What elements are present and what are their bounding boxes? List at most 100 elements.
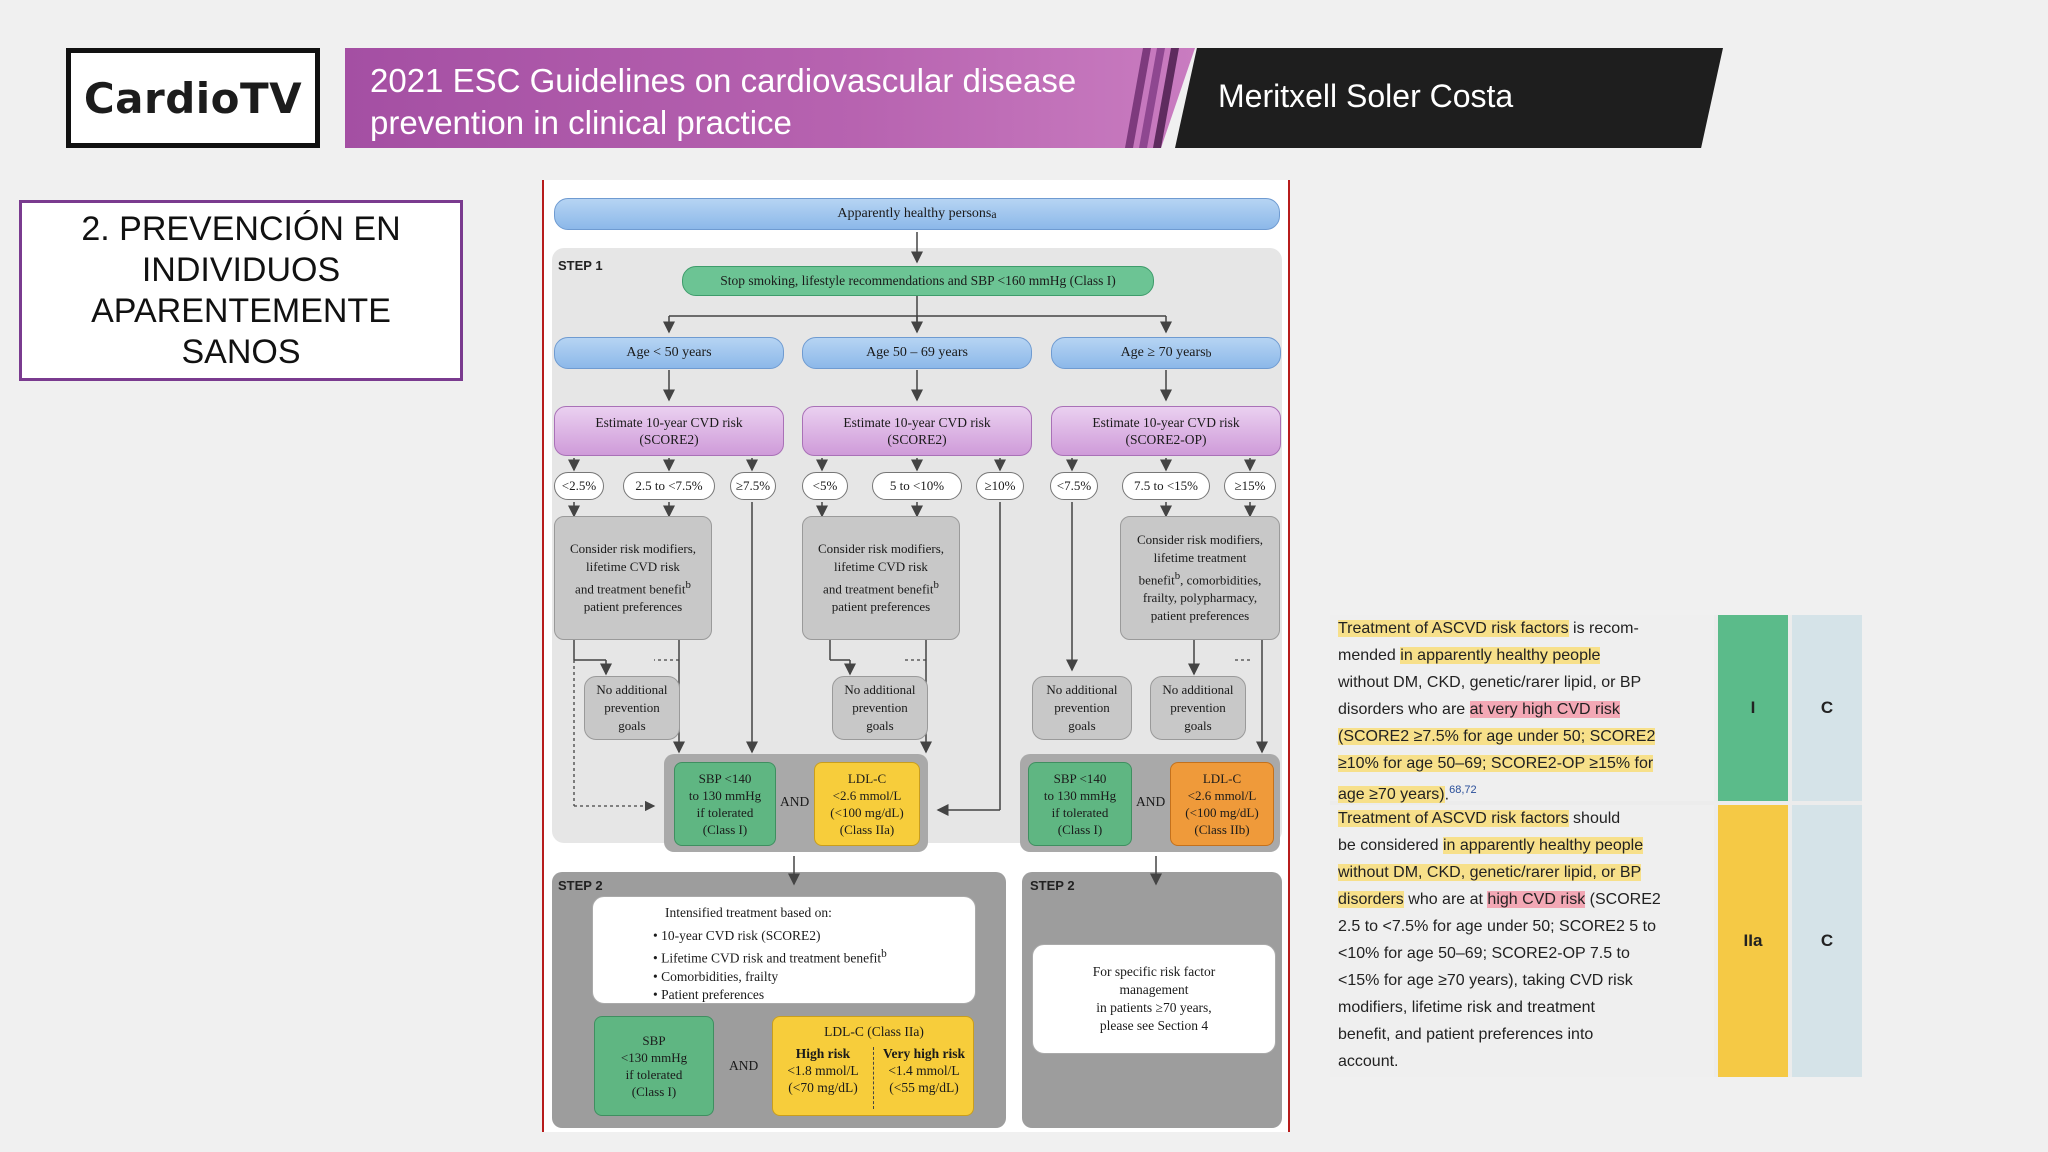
footnote-marker: a [991, 207, 997, 221]
modifier-line: lifetime treatment [1153, 549, 1247, 565]
intensified-item: Comorbidities, frailty [661, 968, 779, 984]
and-label: AND [1136, 794, 1166, 809]
recommendation-segment: benefit, and patient preferences into [1338, 1026, 1594, 1043]
recommendation-segment: without DM, CKD, genetic/rarer lipid, or… [1338, 674, 1642, 691]
target-line: <1.8 mmol/L [787, 1063, 859, 1078]
talk-title: 2021 ESC Guidelines on cardiovascular di… [370, 60, 1170, 144]
no-prev-line: No additional [1046, 682, 1118, 697]
recommendation-segment: should [1568, 810, 1621, 827]
recommendation-table: Treatment of ASCVD risk factors is recom… [1330, 615, 1862, 1077]
modifier-line: Consider risk modifiers, [817, 540, 944, 556]
sbp-line: (Class I) [1057, 822, 1103, 837]
age-under-50-box: Age < 50 years [554, 337, 784, 369]
recommendation-segment: Treatment of ASCVD risk factors [1338, 620, 1569, 637]
speaker-banner [1175, 48, 1723, 148]
level-label: C [1820, 698, 1834, 717]
ldl-line: (<100 mg/dL) [1185, 805, 1259, 820]
ldl-intensified-title: LDL-C (Class IIa) [824, 1024, 924, 1039]
risk-category: 7.5 to <15% [1122, 472, 1210, 500]
sbp-line: to 130 mmHg [1043, 788, 1117, 803]
intensified-list: • 10-year CVD risk (SCORE2) • Lifetime C… [653, 928, 887, 1002]
specific-line: management [1119, 982, 1189, 997]
target-line: Very high risk [882, 1046, 965, 1061]
target-line: High risk [795, 1046, 851, 1061]
recommendation-line: disorders who are at very high CVD risk [1338, 696, 1655, 723]
recommendation-segment: in apparently healthy people [1442, 837, 1644, 854]
recommendation-line: <15% for age ≥70 years), taking CVD risk [1338, 967, 1661, 994]
risk-modifiers-box-young: Consider risk modifiers,lifetime CVD ris… [554, 516, 712, 640]
footnote-marker: b [685, 578, 691, 591]
ldl-line: <2.6 mmol/L [832, 788, 902, 803]
sbp-line: to 130 mmHg [688, 788, 762, 803]
recommendation-segment: 2.5 to <7.5% for age under 50; SCORE2 5 … [1338, 918, 1656, 935]
risk-category: <5% [802, 472, 848, 500]
risk-category-label: <2.5% [561, 478, 597, 493]
class-cell: IIa [1718, 805, 1788, 1077]
recommendation-line: without DM, CKD, genetic/rarer lipid, or… [1338, 669, 1655, 696]
risk-category: 2.5 to <7.5% [623, 472, 715, 500]
risk-category-label: ≥15% [1234, 478, 1266, 493]
sbp-line: SBP <140 [1053, 771, 1107, 786]
recommendation-segment: age ≥70 years) [1338, 786, 1445, 804]
modifier-line: patient preferences [831, 599, 931, 615]
estimate-risk-box-old: Estimate 10-year CVD risk (SCORE2-OP) [1051, 406, 1281, 456]
recommendation-text: Treatment of ASCVD risk factors is recom… [1338, 615, 1656, 808]
age-label: Age ≥ 70 years [1120, 345, 1206, 360]
level-cell: C [1792, 805, 1862, 1077]
recommendation-segment: without DM, CKD, genetic/rarer lipid, or… [1338, 864, 1642, 881]
step1-label: STEP 1 [558, 258, 603, 273]
risk-category-label: ≥7.5% [735, 478, 771, 493]
talk-title-line: 2021 ESC Guidelines on cardiovascular di… [370, 62, 1077, 99]
lifestyle-recommendation-label: Stop smoking, lifestyle recommendations … [720, 273, 1116, 288]
risk-category-label: ≥10% [984, 478, 1016, 493]
intensified-item: 10-year CVD risk (SCORE2) [661, 928, 821, 943]
target-line: (<55 mg/dL) [889, 1080, 959, 1095]
risk-category-label: 7.5 to <15% [1133, 478, 1199, 493]
modifier-line: frailty, polypharmacy, [1142, 590, 1258, 606]
intensified-title: Intensified treatment based on: [665, 905, 832, 920]
step2-label: STEP 2 [1030, 878, 1075, 893]
estimate-risk-box-young: Estimate 10-year CVD risk(SCORE2) [554, 406, 784, 456]
speaker-name: Meritxell Soler Costa [1218, 78, 1514, 114]
recommendation-line: <10% for age 50–69; SCORE2-OP 7.5 to [1338, 940, 1661, 967]
recommendation-segment: <15% for age ≥70 years), taking CVD risk [1338, 972, 1633, 989]
no-prev-line: goals [1184, 718, 1212, 733]
sbp-line: (Class I) [702, 822, 748, 837]
footnote-marker: b [1205, 346, 1212, 360]
recommendation-line: Treatment of ASCVD risk factors should [1338, 805, 1661, 832]
class-cell: I [1718, 615, 1788, 801]
section-title-line: 2. PREVENCIÓN EN [81, 209, 401, 248]
recommendation-line: Treatment of ASCVD risk factors is recom… [1338, 615, 1655, 642]
risk-category: ≥10% [976, 472, 1024, 500]
specific-line: please see Section 4 [1099, 1018, 1209, 1033]
ldl-goal-box: LDL-C<2.6 mmol/L(<100 mg/dL)(Class IIa) [814, 762, 920, 846]
section-title: 2. PREVENCIÓN EN INDIVIDUOS APARENTEMENT… [19, 200, 463, 381]
recommendation-line: (SCORE2 ≥7.5% for age under 50; SCORE2 [1338, 723, 1656, 750]
footnote-marker: b [881, 948, 887, 960]
sbp-line: <130 mmHg [620, 1050, 688, 1065]
age-50-69-box: Age 50 – 69 years [802, 337, 1032, 369]
recommendation-segment: . [1444, 786, 1450, 804]
modifier-line: , comorbidities, [1180, 572, 1262, 588]
target-line: (<70 mg/dL) [788, 1080, 858, 1095]
estimate-score-label: (SCORE2-OP) [1125, 432, 1207, 447]
recommendation-row-1: Treatment of ASCVD risk factors is recom… [1330, 615, 1714, 804]
ldl-line: LDL-C [1202, 771, 1242, 786]
banner-stripes [1125, 48, 1179, 148]
estimate-label: Estimate 10-year CVD risk [1092, 415, 1240, 430]
level-label: C [1820, 931, 1834, 950]
recommendation-segment: who are at [1403, 891, 1488, 908]
recommendation-line: modifiers, lifetime risk and treatment [1338, 994, 1661, 1021]
recommendation-segment: high CVD risk [1487, 891, 1586, 908]
recommendation-segment: ≥10% for age 50–69; SCORE2-OP ≥15% for [1338, 755, 1654, 772]
recommendation-row-2: Treatment of ASCVD risk factors should be… [1330, 805, 1714, 1077]
target-line: <1.4 mmol/L [888, 1063, 960, 1078]
estimate-label: Estimate 10-year CVD risk [595, 415, 743, 430]
recommendation-segment: disorders [1338, 891, 1404, 908]
estimate-score-label: (SCORE2) [887, 432, 947, 447]
recommendation-line: ≥10% for age 50–69; SCORE2-OP ≥15% for [1338, 750, 1655, 777]
